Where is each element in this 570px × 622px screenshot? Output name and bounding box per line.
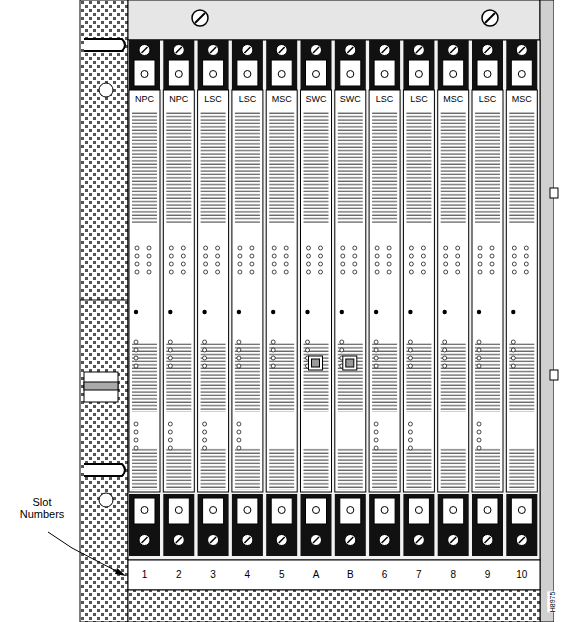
card-label: NPC xyxy=(168,94,189,104)
card-illustration xyxy=(198,40,229,556)
card-label: SWC xyxy=(305,94,328,104)
slot-number: 10 xyxy=(515,569,528,581)
slot-number: 2 xyxy=(175,569,183,581)
card-illustration xyxy=(301,40,332,556)
line-card: SWC xyxy=(335,91,366,111)
card-illustration xyxy=(369,40,400,556)
slot-number: 7 xyxy=(415,569,423,581)
line-card: NPC xyxy=(163,91,194,111)
card-label: LSC xyxy=(203,94,223,104)
card-illustration xyxy=(335,40,366,556)
card-illustration xyxy=(506,40,537,556)
card-illustration xyxy=(129,40,160,556)
card-illustration xyxy=(163,40,194,556)
card-label: LSC xyxy=(238,94,258,104)
card-illustration xyxy=(232,40,263,556)
callout-text: Slot Numbers xyxy=(14,496,70,520)
line-card: LSC xyxy=(472,91,503,111)
figure-id: H8975 xyxy=(547,592,559,613)
card-illustration xyxy=(438,40,469,556)
line-card: MSC xyxy=(506,91,537,111)
line-card: MSC xyxy=(438,91,469,111)
card-label: MSC xyxy=(271,94,293,104)
slot-number: 5 xyxy=(278,569,286,581)
line-card: MSC xyxy=(266,91,297,111)
line-card: SWC xyxy=(301,91,332,111)
card-label: SWC xyxy=(339,94,362,104)
line-card: LSC xyxy=(403,91,434,111)
line-card: LSC xyxy=(232,91,263,111)
leader-arrowhead xyxy=(115,568,126,576)
card-label: NPC xyxy=(134,94,155,104)
card-illustration xyxy=(472,40,503,556)
card-label: LSC xyxy=(409,94,429,104)
card-illustration xyxy=(266,40,297,556)
slot-number: 3 xyxy=(209,569,217,581)
card-label: MSC xyxy=(442,94,464,104)
slot-number: 4 xyxy=(244,569,252,581)
slot-number: 9 xyxy=(484,569,492,581)
card-label: LSC xyxy=(375,94,395,104)
slot-number: 8 xyxy=(449,569,457,581)
leader-line xyxy=(48,532,122,574)
slot-number: 1 xyxy=(141,569,149,581)
line-card: NPC xyxy=(129,91,160,111)
slot-number: A xyxy=(312,569,321,581)
card-label: MSC xyxy=(511,94,533,104)
line-card: LSC xyxy=(198,91,229,111)
line-card: LSC xyxy=(369,91,400,111)
card-label: LSC xyxy=(478,94,498,104)
slot-number: B xyxy=(346,569,355,581)
slot-number: 6 xyxy=(381,569,389,581)
card-illustration xyxy=(403,40,434,556)
